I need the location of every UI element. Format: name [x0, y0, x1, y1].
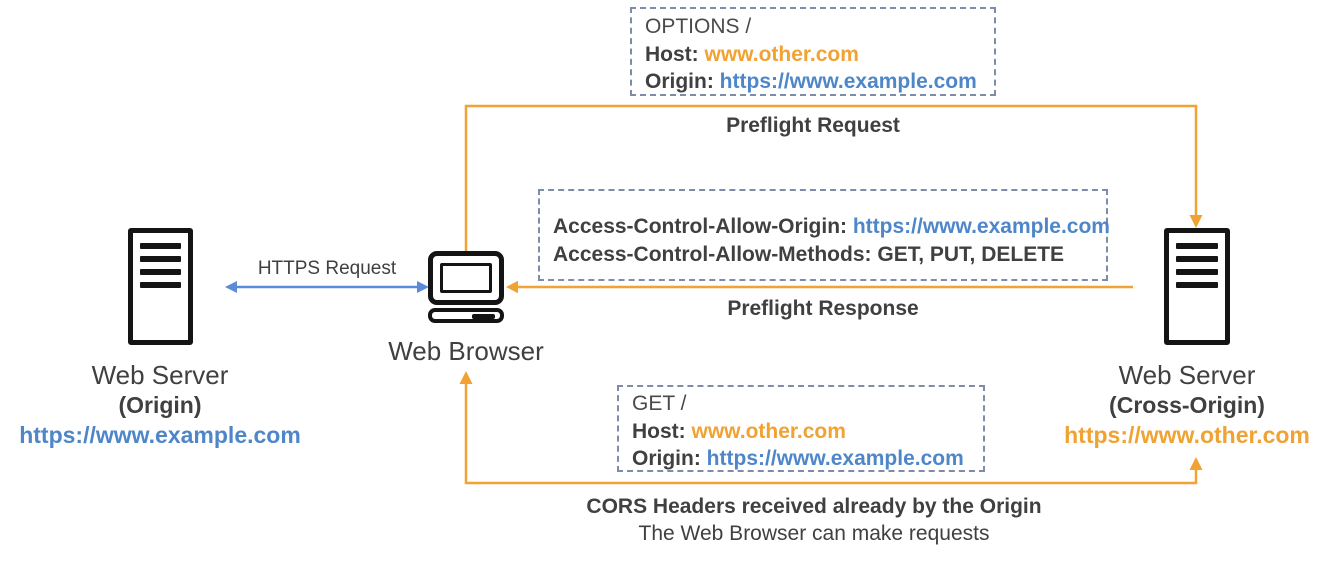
acam-header-line: Access-Control-Allow-Methods: GET, PUT, …: [553, 241, 1096, 269]
preflight-request-box: OPTIONS / Host: www.other.com Origin: ht…: [630, 7, 996, 96]
acao-value: https://www.example.com: [852, 215, 1110, 238]
preflight-request-label: Preflight Request: [726, 114, 900, 137]
origin-server-labels: Web Server (Origin) https://www.example.…: [8, 360, 312, 450]
acam-value: GET, PUT, DELETE: [877, 243, 1065, 266]
origin-value: https://www.example.com: [706, 447, 964, 470]
request-method-line: OPTIONS /: [645, 13, 984, 41]
get-request-box: GET / Host: www.other.com Origin: https:…: [617, 385, 985, 472]
origin-value: https://www.example.com: [719, 70, 977, 93]
origin-label: Origin:: [645, 70, 714, 93]
server-bar: [140, 243, 181, 249]
cross-origin-server-title: Web Server: [1118, 360, 1256, 390]
https-request-connector: [225, 281, 429, 293]
request-method: GET /: [632, 392, 687, 415]
server-bar: [140, 282, 181, 288]
host-value: www.other.com: [704, 42, 859, 66]
keyboard-key: [472, 314, 495, 319]
acam-label: Access-Control-Allow-Methods:: [553, 243, 872, 266]
cross-origin-server-labels: Web Server (Cross-Origin) https://www.ot…: [1040, 360, 1334, 450]
server-bar: [1176, 256, 1218, 262]
browser-labels: Web Browser: [366, 336, 566, 366]
origin-header-line: Origin: https://www.example.com: [632, 445, 973, 473]
server-bar: [1176, 269, 1218, 275]
keyboard-base: [428, 308, 504, 323]
preflight-response-box: Access-Control-Allow-Origin: https://www…: [538, 189, 1110, 281]
preflight-response-label: Preflight Response: [727, 297, 919, 320]
host-value: www.other.com: [691, 419, 846, 443]
acao-label: Access-Control-Allow-Origin:: [553, 215, 848, 238]
server-icon: [1164, 228, 1230, 345]
monitor-frame: [428, 251, 504, 305]
cross-origin-server-node: [1164, 228, 1230, 345]
origin-server-title: Web Server: [91, 360, 229, 390]
origin-label: Origin:: [632, 447, 701, 470]
host-label: Host:: [632, 419, 686, 443]
cors-note-subtitle: The Web Browser can make requests: [638, 522, 990, 545]
request-method-line: GET /: [632, 390, 973, 418]
cors-note: CORS Headers received already by the Ori…: [446, 493, 1182, 547]
host-header-line: Host: www.other.com: [645, 41, 984, 69]
browser-title: Web Browser: [388, 336, 544, 366]
https-request-label: HTTPS Request: [257, 258, 397, 279]
cors-note-title: CORS Headers received already by the Ori…: [586, 495, 1042, 518]
origin-header-line: Origin: https://www.example.com: [645, 68, 984, 96]
server-bar: [1176, 282, 1218, 288]
acao-header-line: Access-Control-Allow-Origin: https://www…: [553, 213, 1110, 241]
server-bar: [140, 256, 181, 262]
preflight-request-connector: [464, 104, 1203, 251]
origin-server-node: [128, 228, 193, 345]
origin-server-url: https://www.example.com: [19, 422, 301, 448]
cors-allowed-connector: [459, 371, 1203, 485]
cross-origin-server-subtitle: (Cross-Origin): [1109, 392, 1265, 418]
server-bar: [140, 269, 181, 275]
monitor-screen: [440, 263, 492, 293]
request-method: OPTIONS /: [645, 15, 752, 38]
origin-server-subtitle: (Origin): [118, 392, 202, 418]
host-header-line: Host: www.other.com: [632, 418, 973, 446]
server-icon: [128, 228, 193, 345]
preflight-response-connector: [506, 280, 1133, 294]
server-bar: [1176, 243, 1218, 249]
cross-origin-server-url: https://www.other.com: [1064, 422, 1310, 448]
host-label: Host:: [645, 42, 699, 66]
